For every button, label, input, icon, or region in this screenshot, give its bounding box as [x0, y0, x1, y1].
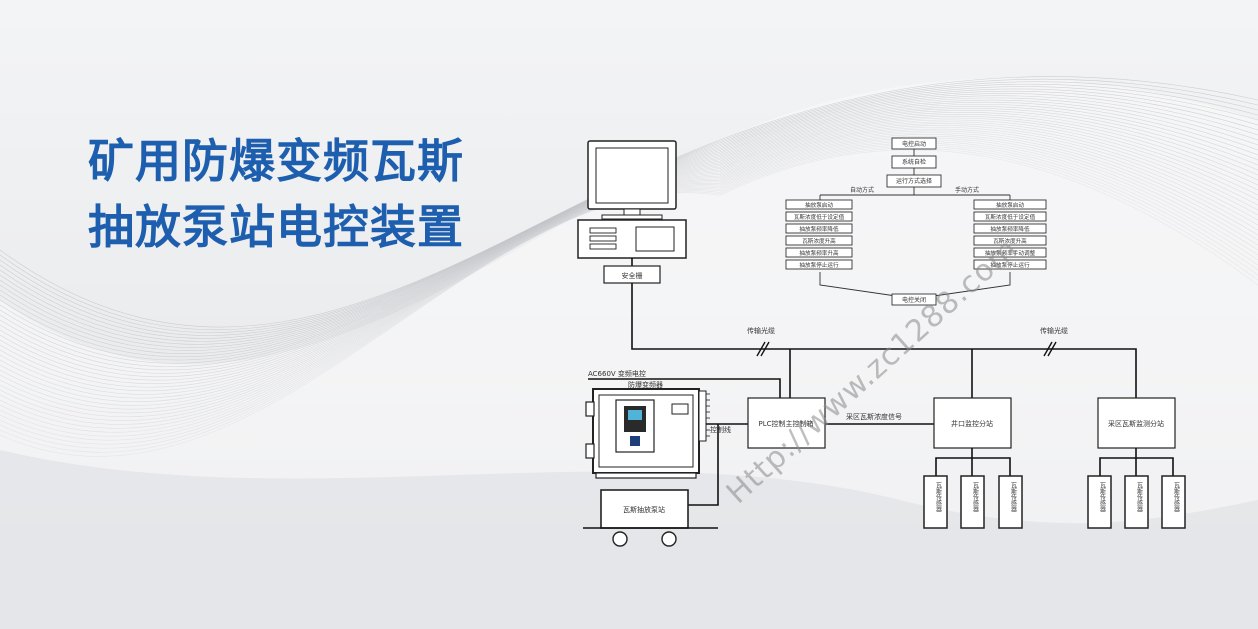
control-line-label: 控制线 [710, 425, 731, 434]
page-title: 矿用防爆变频瓦斯 抽放泵站电控装置 [88, 128, 464, 260]
title-line-1: 矿用防爆变频瓦斯 [88, 134, 464, 188]
manual-step-box [973, 247, 1047, 258]
auto-step-label: 抽放泵频率降低 [799, 225, 839, 233]
auto-step-box [785, 247, 853, 258]
inverter-cabinet [585, 388, 700, 479]
manual-step-box [973, 259, 1047, 270]
auto-step-box [785, 235, 853, 246]
gas-sensor: 瓦斯传感器 [1161, 475, 1186, 529]
gas-sensor: 瓦斯传感器 [1124, 475, 1149, 529]
manual-step-label: 抽放泵频率手动调整 [985, 249, 1036, 257]
title-line-2: 抽放泵站电控装置 [88, 200, 464, 254]
plc-label: PLC控制主控制箱 [758, 419, 813, 428]
manual-step-box [973, 211, 1047, 222]
flow-mode-select-box [886, 174, 942, 188]
manual-step-label: 瓦斯浓度升高 [993, 237, 1027, 245]
auto-step-label: 抽放泵停止运行 [799, 261, 839, 269]
flow-start: 电控启动 [902, 140, 926, 148]
flow-end: 电控关闭 [902, 296, 926, 304]
manual-step-label: 抽放泵频率降低 [990, 225, 1030, 233]
flow-self-check: 系统自检 [902, 158, 926, 166]
manual-step-box [973, 199, 1047, 210]
gas-signal-label: 采区瓦斯浓度信号 [846, 412, 902, 421]
flow-start-box [891, 137, 937, 150]
auto-step-box [785, 211, 853, 222]
inverter-label: 防爆变频器 [628, 380, 663, 389]
plc-box [747, 397, 826, 449]
gas-sensor-label: 瓦斯传感器 [972, 482, 979, 513]
gas-sensor: 瓦斯传感器 [923, 475, 948, 529]
gas-sensor-label: 瓦斯传感器 [1136, 482, 1143, 513]
fiber-label-2: 传输光缆 [1040, 326, 1068, 335]
manual-step-label: 抽放泵启动 [996, 201, 1024, 209]
gas-sensor-label: 瓦斯传感器 [1010, 482, 1017, 513]
surface-substation-label: 井口监控分站 [951, 419, 993, 428]
manual-step-box [973, 223, 1047, 234]
auto-step-box [785, 223, 853, 234]
gas-sensor: 瓦斯传感器 [1087, 475, 1112, 529]
gas-sensor-label: 瓦斯传感器 [1099, 482, 1106, 513]
manual-step-label: 抽放泵停止运行 [990, 261, 1030, 269]
control-flowchart: 电控启动 系统自检 运行方式选择 自动方式 手动方式 抽放泵启动瓦斯浓度低于设定… [785, 137, 1047, 306]
safety-barrier-label: 安全栅 [622, 271, 643, 280]
gas-sensor-label: 瓦斯传感器 [1173, 482, 1180, 513]
pump-station-label: 瓦斯抽放泵站 [623, 505, 665, 514]
computer-host-icon [577, 219, 687, 259]
terminal-block [698, 390, 707, 442]
pump-station [583, 489, 718, 547]
fiber-break-icon [756, 341, 1057, 357]
auto-step-label: 抽放泵频率升高 [799, 249, 839, 257]
auto-step-box [785, 259, 853, 270]
gas-sensor: 瓦斯传感器 [998, 475, 1023, 529]
gas-sensor: 瓦斯传感器 [960, 475, 985, 529]
fiber-label-1: 传输光缆 [747, 326, 775, 335]
manual-step-label: 瓦斯浓度低于设定值 [985, 213, 1036, 221]
manual-step-box [973, 235, 1047, 246]
auto-step-label: 瓦斯浓度低于设定值 [794, 213, 845, 221]
surface-substation-box [933, 397, 1012, 449]
auto-step-box [785, 199, 853, 210]
flow-self-check-box [891, 155, 937, 169]
monitor-icon [587, 140, 677, 220]
ac-source-label: AC660V 变频电控 [588, 369, 646, 378]
auto-step-label: 瓦斯浓度升高 [802, 237, 836, 245]
gas-sensor-label: 瓦斯传感器 [935, 482, 942, 513]
flow-auto-mode: 自动方式 [850, 186, 874, 194]
auto-step-label: 抽放泵启动 [805, 201, 833, 209]
flow-manual-mode: 手动方式 [955, 186, 979, 194]
flow-end-box [891, 293, 937, 306]
flow-mode-select: 运行方式选择 [896, 177, 932, 185]
watermark-url: Http://www.zc1288.com [720, 231, 1025, 511]
area-substation-label: 采区瓦斯监测分站 [1108, 419, 1164, 428]
